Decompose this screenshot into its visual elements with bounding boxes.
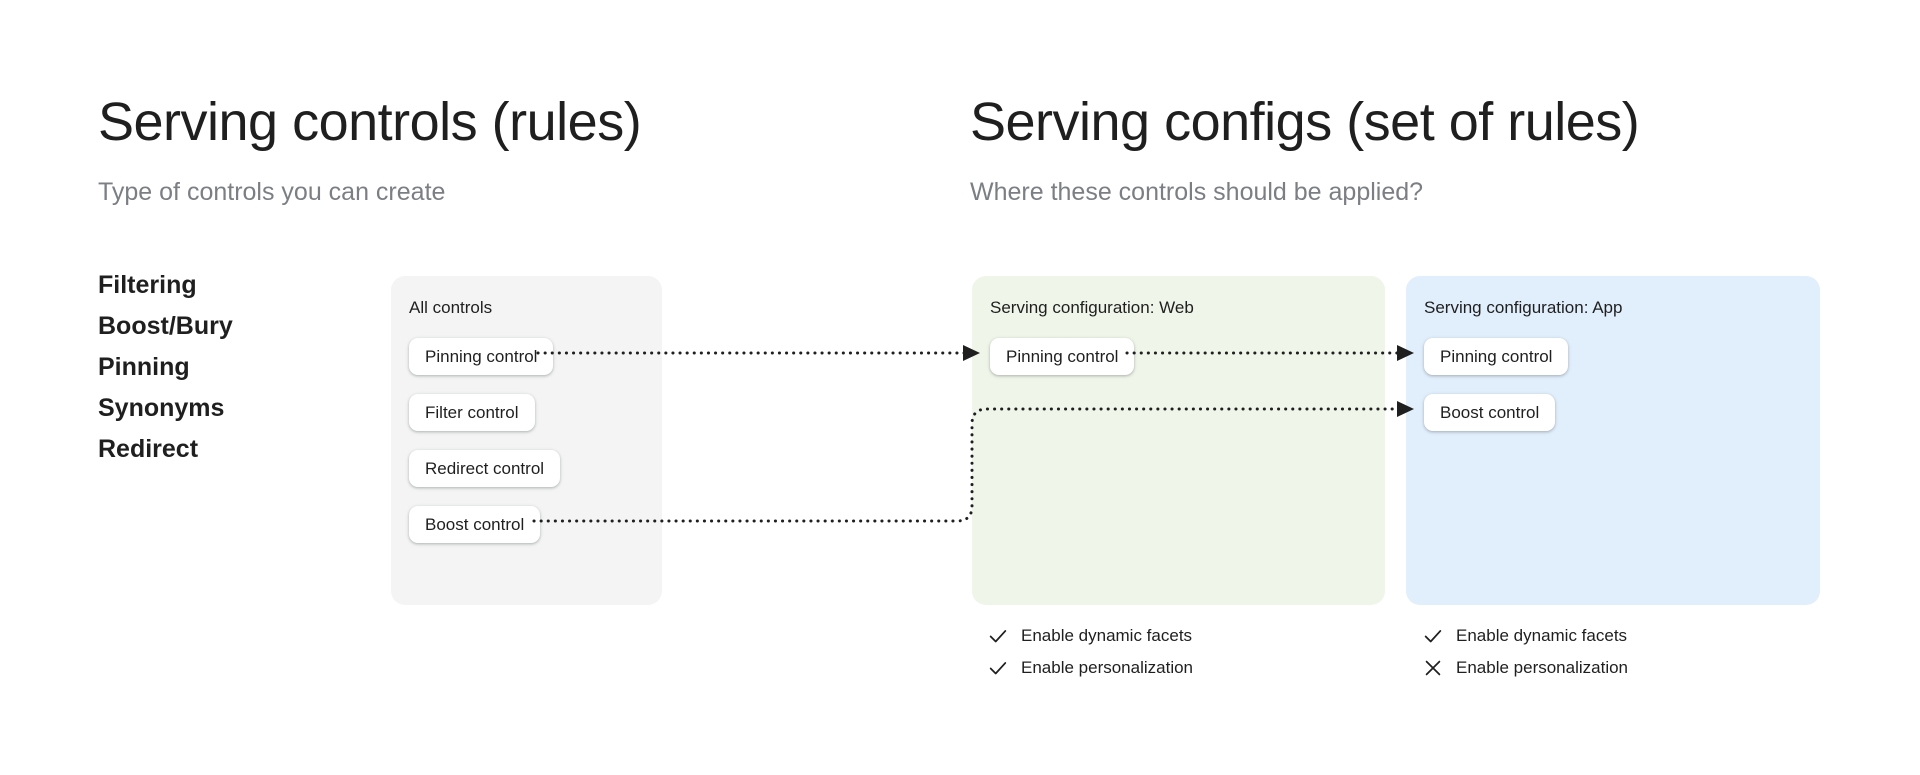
- option-row: Enable dynamic facets: [987, 620, 1407, 652]
- option-row: Enable dynamic facets: [1422, 620, 1842, 652]
- option-label: Enable dynamic facets: [1021, 626, 1193, 645]
- control-type-item: Boost/Bury: [98, 312, 233, 340]
- chip-boost-control[interactable]: Boost control: [409, 506, 541, 543]
- serving-config-web-card-title: Serving configuration: Web: [990, 298, 1194, 317]
- serving-config-app-options: Enable dynamic facets Enable personaliza…: [1422, 620, 1842, 684]
- left-section-title: Serving controls (rules): [98, 92, 642, 152]
- control-type-item: Filtering: [98, 271, 197, 299]
- chip-pinning-control[interactable]: Pinning control: [990, 338, 1135, 375]
- option-label: Enable personalization: [1021, 658, 1194, 677]
- chip-filter-control[interactable]: Filter control: [409, 394, 535, 431]
- serving-config-app-card: Serving configuration: App Pinning contr…: [1406, 276, 1820, 605]
- control-type-item: Redirect: [98, 435, 199, 463]
- left-section-subtitle: Type of controls you can create: [98, 178, 446, 206]
- check-icon: [987, 657, 1009, 679]
- option-row: Enable personalization: [987, 652, 1407, 684]
- cross-icon: [1422, 657, 1444, 679]
- option-row: Enable personalization: [1422, 652, 1842, 684]
- control-type-list: Filtering Boost/Bury Pinning Synonyms Re…: [98, 265, 398, 470]
- serving-config-app-card-title: Serving configuration: App: [1424, 298, 1623, 317]
- all-controls-card-title: All controls: [409, 298, 493, 317]
- serving-config-web-card: Serving configuration: Web Pinning contr…: [972, 276, 1385, 605]
- control-type-item: Synonyms: [98, 394, 225, 422]
- option-label: Enable personalization: [1456, 658, 1629, 677]
- chip-pinning-control[interactable]: Pinning control: [409, 338, 554, 375]
- chip-boost-control[interactable]: Boost control: [1424, 394, 1556, 431]
- all-controls-card: All controls Pinning control Filter cont…: [391, 276, 662, 605]
- chip-redirect-control[interactable]: Redirect control: [409, 450, 561, 487]
- serving-config-web-options: Enable dynamic facets Enable personaliza…: [987, 620, 1407, 684]
- option-label: Enable dynamic facets: [1456, 626, 1628, 645]
- control-type-item: Pinning: [98, 353, 190, 381]
- check-icon: [987, 625, 1009, 647]
- chip-pinning-control[interactable]: Pinning control: [1424, 338, 1569, 375]
- right-section-subtitle: Where these controls should be applied?: [970, 178, 1424, 206]
- right-section-title: Serving configs (set of rules): [970, 92, 1640, 152]
- check-icon: [1422, 625, 1444, 647]
